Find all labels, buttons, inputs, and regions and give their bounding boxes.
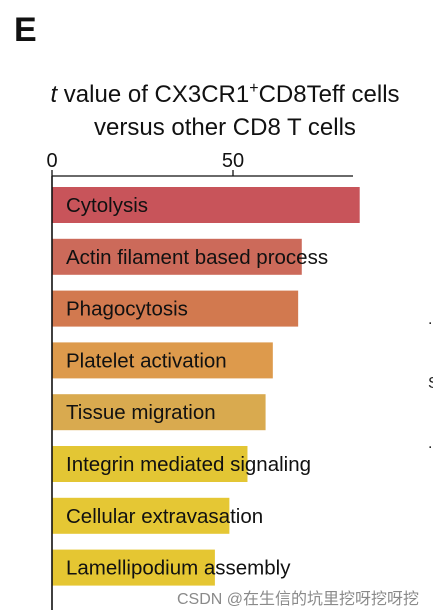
title-italic-t: t	[50, 81, 58, 108]
bar-3	[52, 342, 273, 379]
bar-label-6: Cellular extravasation	[66, 505, 263, 528]
bar-label-1: Actin filament based process	[66, 246, 328, 269]
title-text-b: CD8Teff cells	[258, 81, 400, 108]
chart-title-line-2: versus other CD8 T cells	[94, 114, 356, 141]
watermark: CSDN @在生信的坑里挖呀挖呀挖	[176, 591, 419, 608]
edge-mark-2: S	[428, 376, 433, 392]
bar-label-0: Cytolysis	[66, 194, 148, 217]
panel-letter: E	[14, 11, 37, 49]
edge-mark-3: .	[428, 435, 433, 452]
bar-0	[52, 187, 360, 223]
bar-6	[52, 497, 230, 534]
x-tick-label-0: 0	[46, 150, 57, 172]
bar-2	[52, 290, 299, 327]
bar-7	[52, 549, 215, 586]
bar-5	[52, 446, 248, 482]
bar-label-2: Phagocytosis	[66, 298, 188, 321]
chart-title-line-1: t value of CX3CR1+CD8Teff cells	[0, 78, 433, 111]
bar-label-3: Platelet activation	[66, 349, 227, 372]
x-tick-label-1: 50	[222, 150, 244, 172]
bar-4	[52, 394, 266, 431]
title-superscript: +	[249, 80, 259, 97]
bar-1	[52, 238, 302, 275]
bar-label-5: Integrin mediated signaling	[66, 453, 311, 476]
title-text-a: value of CX3CR1	[57, 81, 250, 108]
chart-title: t value of CX3CR1+CD8Teff cells versus o…	[0, 78, 433, 144]
edge-mark-1: .	[428, 311, 433, 328]
bar-label-7: Lamellipodium assembly	[66, 557, 291, 580]
bar-label-4: Tissue migration	[66, 401, 216, 424]
